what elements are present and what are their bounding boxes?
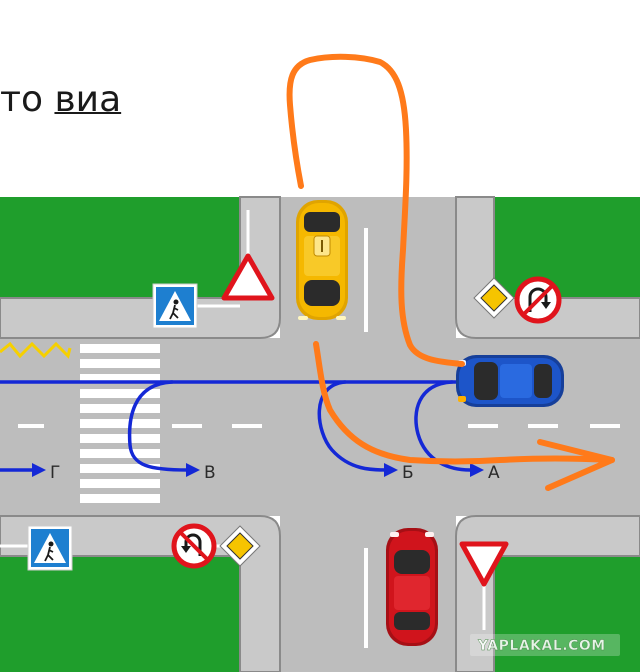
road-markings — [18, 228, 620, 648]
zebra-crossing — [80, 344, 160, 503]
arrowhead-g — [32, 463, 46, 477]
pedestrian-crossing-sign-bottom — [0, 525, 73, 571]
route-label-a: А — [488, 463, 500, 483]
route-label-v: В — [204, 463, 216, 483]
route-labels: Г В Б А — [50, 463, 500, 483]
lane-line — [172, 424, 202, 428]
zebra-stripe — [80, 359, 160, 368]
blue-car — [456, 355, 564, 407]
orange-hand-drawn-paths — [286, 53, 615, 491]
priority-road-sign-top — [473, 277, 515, 319]
zebra-stripe — [80, 419, 160, 428]
zebra-stripe — [80, 479, 160, 488]
lane-line — [468, 424, 498, 428]
zebra-stripe — [80, 449, 160, 458]
grass-top-right — [494, 197, 640, 298]
route-arrowheads — [32, 463, 484, 477]
lane-line — [364, 228, 368, 332]
red-car — [386, 528, 438, 646]
zebra-stripe — [80, 494, 160, 503]
yellow-zigzag-marking — [0, 341, 72, 359]
lane-line — [590, 424, 620, 428]
orange-u-turn-path — [286, 53, 465, 367]
yield-sign — [459, 541, 509, 630]
header-text-link[interactable]: виа — [54, 79, 122, 120]
route-arrow-v — [127, 380, 190, 472]
give-way-warning-sign — [221, 210, 275, 301]
no-u-turn-sign-top — [514, 276, 562, 324]
grass-bottom-right — [494, 556, 640, 672]
grass-bottom-left — [0, 556, 240, 672]
arrowhead-b — [384, 463, 398, 477]
header-text-prefix: то — [0, 79, 55, 120]
orange-arrowhead — [537, 439, 615, 491]
lane-line — [528, 424, 558, 428]
lane-line — [232, 424, 262, 428]
lane-line — [18, 424, 44, 428]
zebra-stripe — [80, 404, 160, 413]
no-u-turn-sign-bottom — [171, 523, 240, 569]
zebra-stripe — [80, 374, 160, 383]
zebra-stripe — [80, 434, 160, 443]
grass-top-left — [0, 197, 240, 298]
watermark: YAPLAKAL.COM — [470, 634, 620, 656]
lane-line — [364, 548, 368, 648]
yellow-taxi-car — [296, 200, 348, 320]
priority-road-sign-bottom — [219, 525, 261, 567]
orange-straight-path — [313, 341, 615, 465]
arrowhead-a — [470, 463, 484, 477]
pedestrian-crossing-sign-top — [152, 283, 240, 329]
zebra-stripe — [80, 344, 160, 353]
route-label-g: Г — [50, 463, 60, 483]
zebra-stripe — [80, 464, 160, 473]
watermark-text: YAPLAKAL.COM — [477, 638, 606, 654]
zebra-stripe — [80, 389, 160, 398]
grass-areas — [0, 197, 640, 672]
route-label-b: Б — [402, 463, 414, 483]
arrowhead-v — [186, 463, 200, 477]
route-arrow-a — [414, 380, 472, 472]
sidewalk-top-left — [0, 196, 281, 339]
header-text: то виа — [0, 78, 121, 122]
route-arrows — [0, 380, 472, 472]
